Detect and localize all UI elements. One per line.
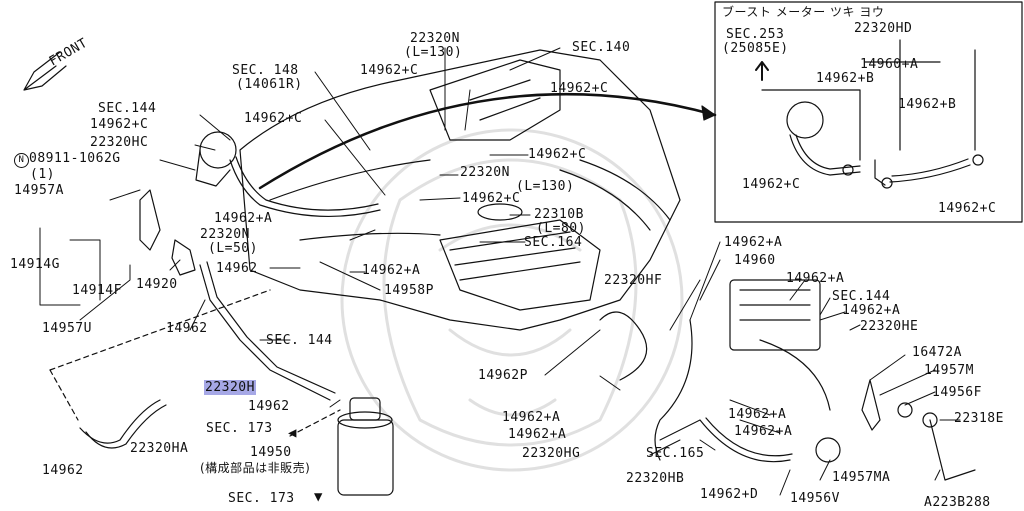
label-22320hc: 22320HC bbox=[90, 135, 149, 150]
label-14950: 14950 bbox=[250, 445, 292, 460]
label-14962a-1: 14962+A bbox=[214, 211, 273, 226]
label-22320n-mid: 22320N bbox=[460, 165, 510, 180]
highlight-22320h: 22320H bbox=[204, 380, 256, 395]
inset-label-14960a: 14960+A bbox=[860, 57, 919, 72]
label-22320hf: 22320HF bbox=[604, 273, 663, 288]
label-14962-c: 14962 bbox=[248, 399, 290, 414]
vapor-separator bbox=[337, 397, 394, 496]
inset-title: ブースト メーター ツキ ヨウ bbox=[722, 5, 885, 19]
label-14962c-4: 14962+C bbox=[244, 111, 303, 126]
label-sec173-a: SEC. 173 bbox=[206, 421, 273, 436]
label-14962a-6: 14962+A bbox=[502, 410, 561, 425]
label-08911-sub: (1) bbox=[30, 167, 55, 182]
label-sec148: SEC. 148 bbox=[232, 63, 299, 78]
label-14962c-1: 14962+C bbox=[360, 63, 419, 78]
left-hose-assembly bbox=[139, 131, 381, 401]
label-sec144-a: SEC.144 bbox=[98, 101, 157, 116]
label-14962a-9: 14962+A bbox=[734, 424, 793, 439]
label-14957a: 14957A bbox=[14, 183, 64, 198]
label-14962a-5: 14962+A bbox=[842, 303, 901, 318]
engine-outline bbox=[239, 49, 681, 331]
label-22320h: 22320H bbox=[204, 380, 256, 395]
label-14962c-5: 14962+C bbox=[528, 147, 587, 162]
inset-label-14962b-1: 14962+B bbox=[816, 71, 875, 86]
label-14960: 14960 bbox=[734, 253, 776, 268]
label-22310b: 22310B bbox=[534, 207, 584, 222]
label-14956v: 14956V bbox=[790, 491, 840, 506]
label-14962p: 14962P bbox=[478, 368, 528, 383]
label-sec148-sub: (14061R) bbox=[236, 77, 303, 92]
inset-label-22320hd: 22320HD bbox=[854, 21, 913, 36]
arrow-down-icon: ▼ bbox=[314, 489, 323, 505]
label-14962c-3: 14962+C bbox=[90, 117, 149, 132]
inset-label-14962b-2: 14962+B bbox=[898, 97, 957, 112]
label-22320hg: 22320HG bbox=[522, 446, 581, 461]
inset-label-14962c-2: 14962+C bbox=[938, 201, 997, 216]
dashed-leaders bbox=[49, 289, 341, 437]
label-14962d: 14962+D bbox=[700, 487, 759, 502]
label-l50: (L=50) bbox=[208, 241, 258, 256]
label-sec164: SEC.164 bbox=[524, 235, 583, 250]
label-14962a-2: 14962+A bbox=[362, 263, 421, 278]
label-14962a-3: 14962+A bbox=[724, 235, 783, 250]
n-circle-icon: N bbox=[14, 153, 29, 168]
label-22318e: 22318E bbox=[954, 411, 1004, 426]
inset-label-sec253: SEC.253 bbox=[726, 27, 785, 42]
label-14957m: 14957M bbox=[924, 363, 974, 378]
label-14914f: 14914F bbox=[72, 283, 122, 298]
inset-label-14962c-1: 14962+C bbox=[742, 177, 801, 192]
label-14956f: 14956F bbox=[932, 385, 982, 400]
label-22320he: 22320HE bbox=[860, 319, 919, 334]
label-14962a-7: 14962+A bbox=[508, 427, 567, 442]
label-sec144-b: SEC. 144 bbox=[266, 333, 333, 348]
label-l130-top: (L=130) bbox=[404, 45, 463, 60]
label-l80: (L=80) bbox=[536, 221, 586, 236]
label-22320n-top: 22320N bbox=[410, 31, 460, 46]
label-14914g: 14914G bbox=[10, 257, 60, 272]
label-14920: 14920 bbox=[136, 277, 178, 292]
label-sec144-c: SEC.144 bbox=[832, 289, 891, 304]
label-08911-text: 08911-1062G bbox=[29, 151, 121, 166]
label-14957ma: 14957MA bbox=[832, 470, 891, 485]
label-14962-d: 14962 bbox=[42, 463, 84, 478]
arrow-left-icon: ◀ bbox=[288, 425, 297, 441]
hose-22320ha bbox=[79, 399, 167, 449]
watermark-emblem bbox=[340, 128, 684, 472]
label-sec165: SEC.165 bbox=[646, 446, 705, 461]
inset-frame bbox=[714, 1, 1023, 223]
label-16472a: 16472A bbox=[912, 345, 962, 360]
inset-label-sec253-sub: (25085E) bbox=[722, 41, 789, 56]
label-14962a-8: 14962+A bbox=[728, 407, 787, 422]
label-sec140: SEC.140 bbox=[572, 40, 631, 55]
label-14957u: 14957U bbox=[42, 321, 92, 336]
label-14962c-6: 14962+C bbox=[462, 191, 521, 206]
label-l130-mid: (L=130) bbox=[516, 179, 575, 194]
label-14958p: 14958P bbox=[384, 283, 434, 298]
label-22320ha: 22320HA bbox=[130, 441, 189, 456]
label-14962c-2: 14962+C bbox=[550, 81, 609, 96]
label-ref-code: A223B288 bbox=[924, 495, 991, 510]
label-14950-sub: (構成部品は非販売) bbox=[200, 461, 311, 475]
inset-callout-arrow bbox=[258, 92, 717, 190]
label-sec173-b: SEC. 173 bbox=[228, 491, 295, 506]
label-14962-b: 14962 bbox=[166, 321, 208, 336]
label-14962a-4: 14962+A bbox=[786, 271, 845, 286]
label-14962-a: 14962 bbox=[216, 261, 258, 276]
leader-lines bbox=[39, 47, 961, 496]
label-22320n-low: 22320N bbox=[200, 227, 250, 242]
front-arrow-icon bbox=[23, 51, 67, 91]
label-22320hb: 22320HB bbox=[626, 471, 685, 486]
inset-drawing bbox=[755, 39, 984, 189]
